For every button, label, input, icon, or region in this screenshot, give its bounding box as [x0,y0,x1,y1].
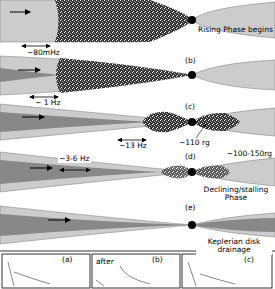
figure-label: (b) [184,57,197,65]
figure-label: Keplerian disk drainage [196,238,272,255]
figure-label: (c) [244,256,254,264]
figure-label: (b) [152,256,163,264]
figure-label: ~100-150rg [226,150,273,158]
figure-label: (a) [62,256,72,264]
figure-label: ~110 rg [178,139,211,147]
figure-label: after [96,258,114,266]
figure-label: ~3-6 Hz [58,155,91,163]
figure-label: Rising Phase begins [198,26,273,34]
figure-label: ~80mHz [26,49,61,57]
figure-label: ~13 Hz [118,142,148,150]
figure-label: (d) [184,153,197,161]
figure-label: (c) [184,103,196,111]
figure-label: (e) [184,204,196,212]
figure-label: ~ 1 Hz [34,99,61,107]
figure-label: Declining/stalling Phase [199,186,273,203]
